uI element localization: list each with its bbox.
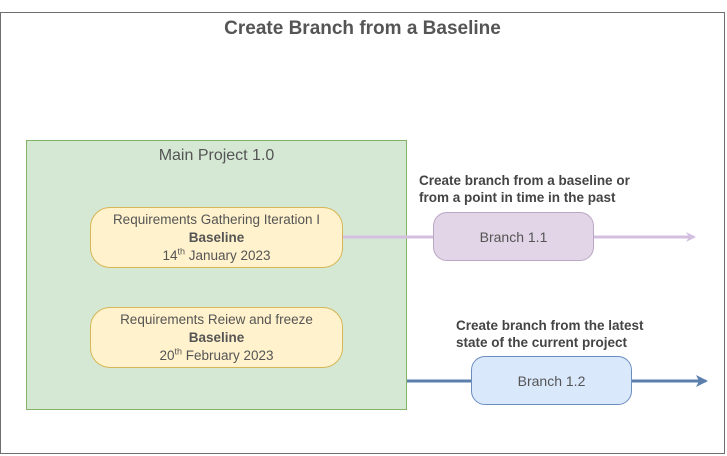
baseline-name: Requirements Gathering Iteration I — [112, 211, 321, 227]
baseline-date: 20th February 2023 — [159, 346, 274, 363]
note-branch-from-latest: Create branch from the latest state of t… — [456, 318, 644, 350]
baseline-tag: Baseline — [188, 229, 245, 245]
branch-1-2: Branch 1.2 — [471, 356, 632, 405]
note-branch-from-baseline: Create branch from a baseline or from a … — [419, 173, 630, 205]
baseline-requirements-gathering: Requirements Gathering Iteration I Basel… — [90, 207, 343, 268]
baseline-requirements-freeze: Requirements Reiew and freeze Baseline 2… — [90, 307, 343, 368]
diagram-title: Create Branch from a Baseline — [224, 18, 501, 39]
main-project-label: Main Project 1.0 — [158, 147, 275, 164]
baseline-date: 14th January 2023 — [162, 246, 271, 263]
baseline-name: Requirements Reiew and freeze — [120, 311, 313, 327]
baseline-tag: Baseline — [188, 329, 245, 345]
branch-1-1: Branch 1.1 — [433, 212, 594, 261]
